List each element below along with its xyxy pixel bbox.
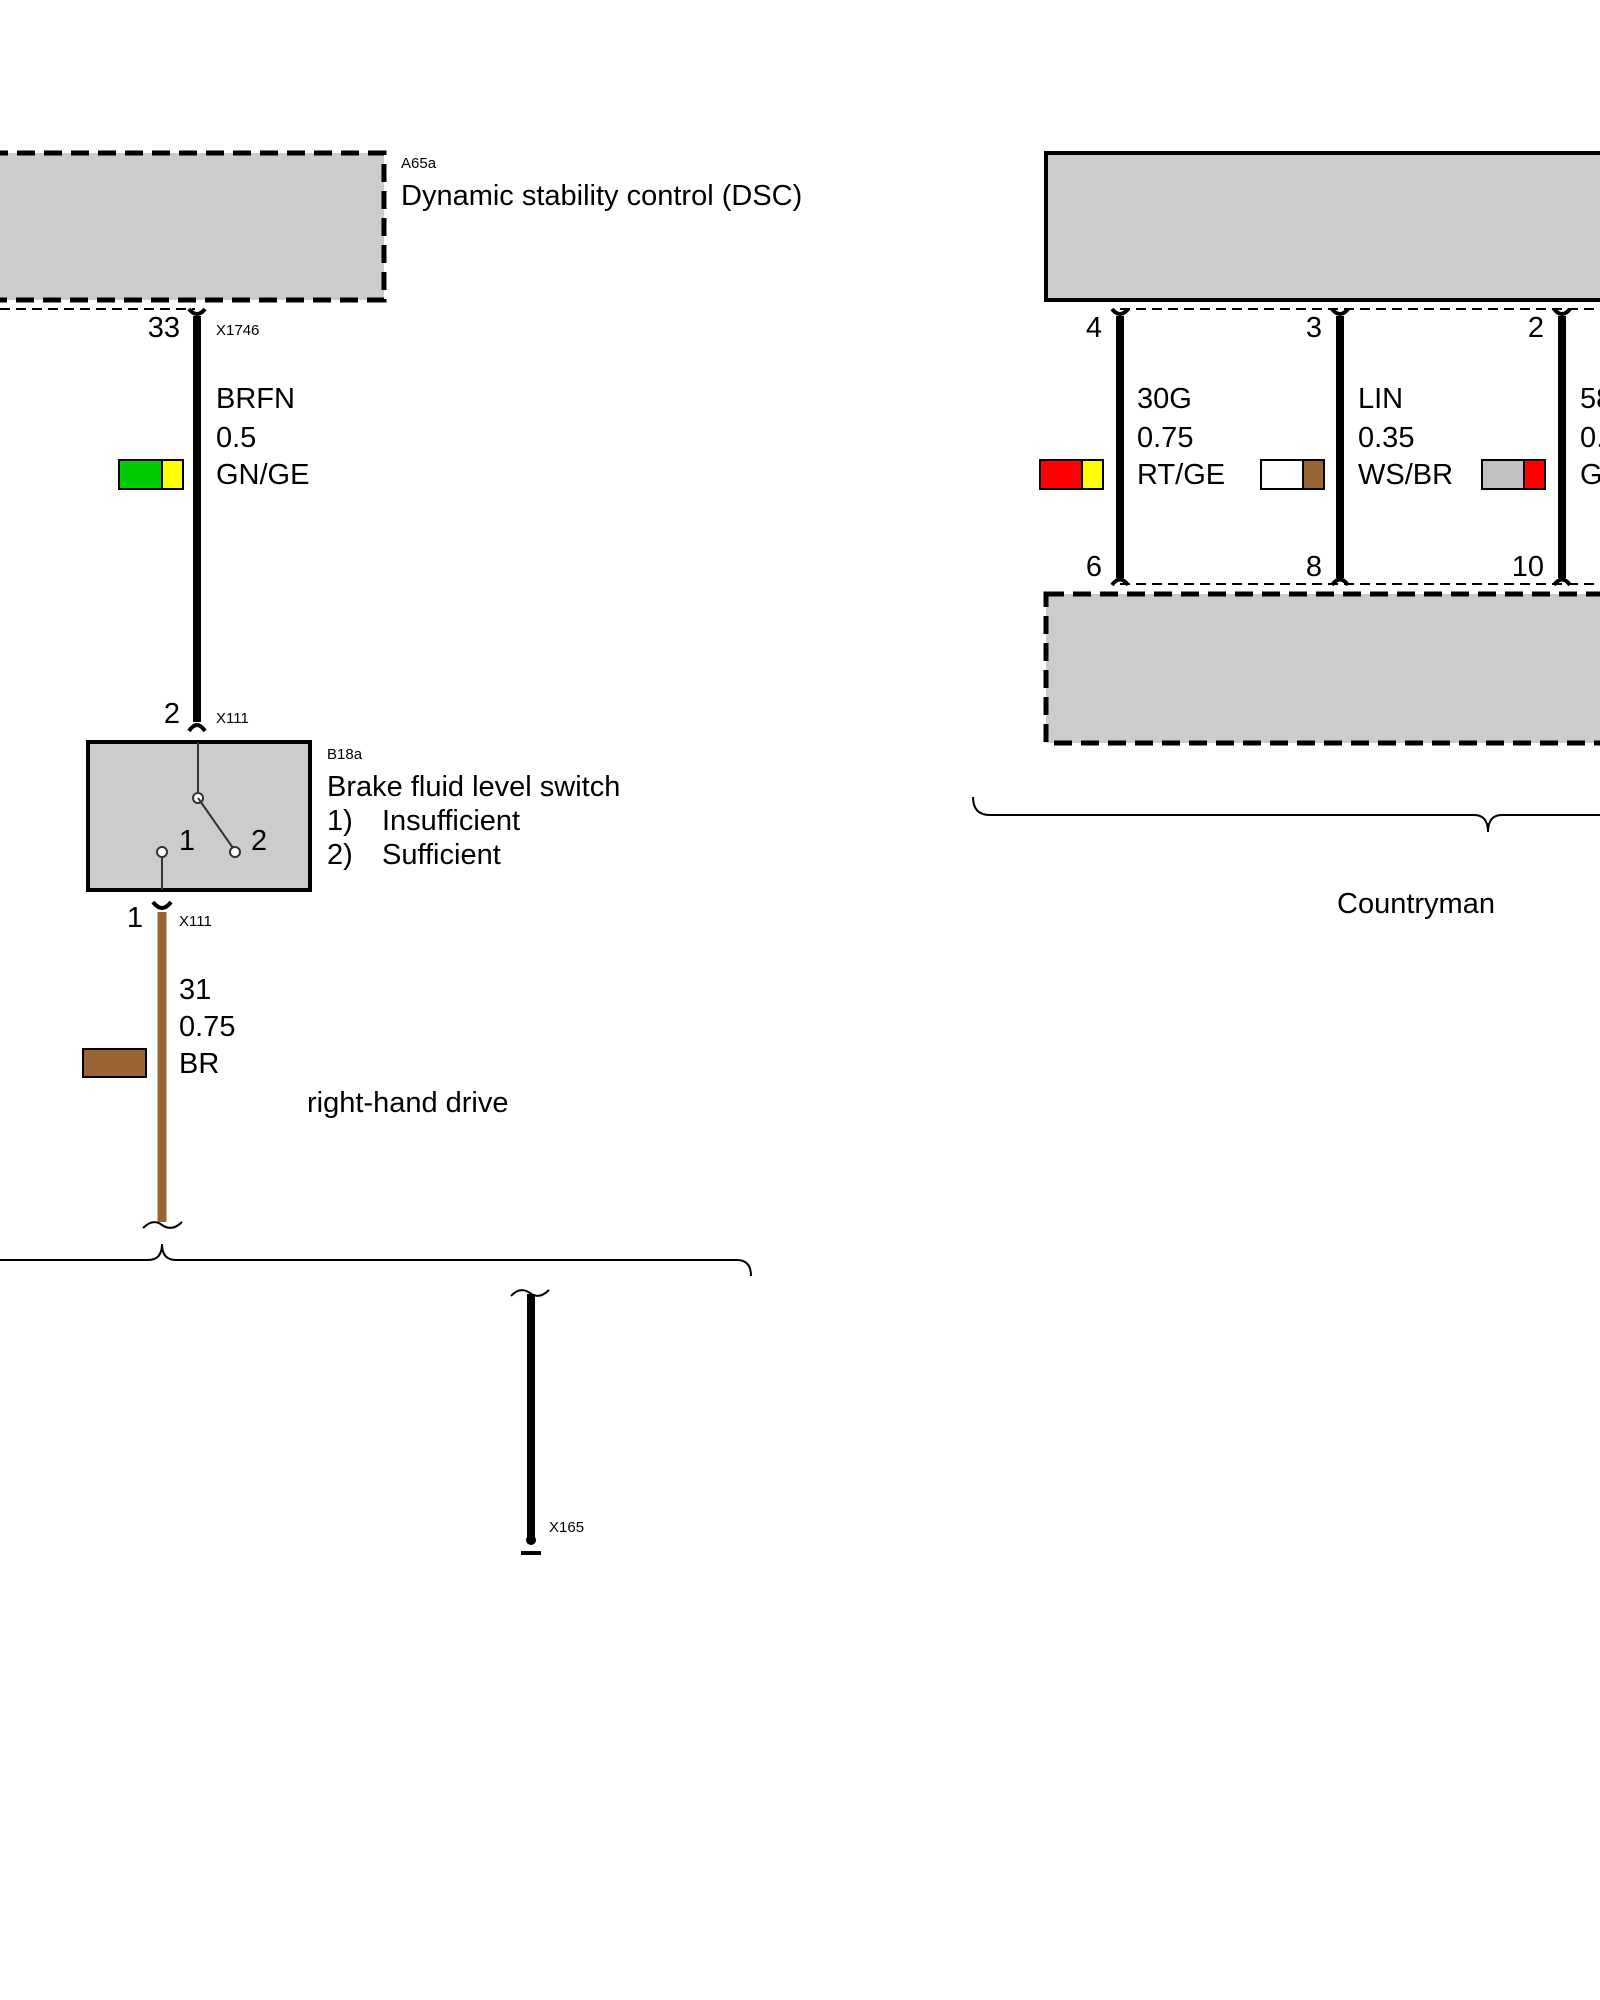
right-wire-2-top-hook — [1330, 307, 1350, 316]
right-wire-3-color-swatch — [1481, 459, 1546, 490]
switch-top-pin-hook — [187, 723, 207, 733]
right-wire-1-top-pin: 4 — [1086, 312, 1102, 344]
dsc-name: Dynamic stability control (DSC) — [401, 180, 802, 212]
right-wire-3-top-pin: 2 — [1528, 312, 1544, 344]
x165-ground-point — [526, 1535, 536, 1545]
right-wire-3-signal: 58 — [1580, 383, 1600, 415]
switch-contact-1-terminal — [156, 846, 168, 858]
brfn-wire-size: 0.5 — [216, 422, 256, 454]
switch-lever — [197, 797, 234, 849]
right-wire-3-swatch-part-1 — [1481, 459, 1525, 490]
right-wire-3-bottom-hook — [1552, 577, 1572, 587]
right-upper-module-box — [1044, 151, 1600, 302]
brake-switch-state-1-num: 1) — [327, 805, 353, 837]
switch-bottom-pin-hook — [151, 900, 173, 910]
right-wire-2-bottom-hook — [1330, 577, 1350, 587]
right-wire-3-color-code: G — [1580, 459, 1600, 491]
right-wire-3-top-hook — [1552, 307, 1572, 316]
right-wire-2-bottom-pin: 8 — [1306, 551, 1322, 583]
brfn-wire-color-swatch — [118, 459, 184, 490]
right-wire-1-top-hook — [1110, 307, 1130, 316]
right-wire-2-top-pin: 3 — [1306, 312, 1322, 344]
brfn-swatch-part-2 — [161, 459, 184, 490]
brake-switch-id: B18a — [327, 746, 363, 763]
right-wire-3-bottom-pin: 10 — [1512, 551, 1544, 583]
right-wire-1-bottom-hook — [1110, 577, 1130, 587]
right-wire-2-color-swatch — [1260, 459, 1325, 490]
brake-switch-state-1-text: Insufficient — [382, 805, 520, 837]
countryman-label: Countryman — [1337, 888, 1495, 920]
rhd-brace — [0, 1243, 752, 1277]
brfn-wire-signal: BRFN — [216, 383, 295, 415]
switch-top-pin-number: 2 — [164, 698, 180, 730]
ground-wire-signal: 31 — [179, 974, 211, 1006]
brfn-swatch-part-1 — [118, 459, 163, 490]
right-wire-3-size: 0. — [1580, 422, 1600, 454]
brake-switch-state-2-num: 2) — [327, 839, 353, 871]
right-wire-1-signal: 30G — [1137, 383, 1192, 415]
ground-wire-break-mark — [142, 1221, 183, 1229]
right-wire-1-color-swatch — [1039, 459, 1104, 490]
right-lower-module-box — [1043, 591, 1600, 746]
ground-wire-size: 0.75 — [179, 1011, 235, 1043]
switch-contact-2-terminal — [229, 846, 241, 858]
right-wire-2-color-code: WS/BR — [1358, 459, 1453, 491]
right-wire-2-signal: LIN — [1358, 383, 1403, 415]
dsc-pin-hook — [187, 307, 207, 316]
x165-wire-break-mark — [510, 1289, 550, 1297]
countryman-brace — [972, 796, 1600, 833]
right-wire-2-swatch-part-2 — [1302, 459, 1325, 490]
brfn-wire-color-code: GN/GE — [216, 459, 309, 491]
switch-contact-symbol — [156, 742, 241, 890]
right-wire-3-swatch-part-2 — [1523, 459, 1546, 490]
ground-wire-color-code: BR — [179, 1048, 219, 1080]
dsc-id: A65a — [401, 155, 437, 172]
rhd-label: right-hand drive — [307, 1087, 509, 1119]
switch-top-connector-label: X111 — [216, 710, 249, 727]
dsc-connector-label: X1746 — [216, 322, 259, 339]
switch-contact-1-label: 1 — [179, 825, 195, 857]
right-wire-1-size: 0.75 — [1137, 422, 1193, 454]
right-wire-2-swatch-part-1 — [1260, 459, 1304, 490]
right-wire-1-color-code: RT/GE — [1137, 459, 1225, 491]
right-wire-1-swatch-part-2 — [1081, 459, 1104, 490]
right-wire-2-size: 0.35 — [1358, 422, 1414, 454]
right-wire-1-swatch-part-1 — [1039, 459, 1083, 490]
ground-wire-color-swatch — [82, 1048, 147, 1078]
right-wire-1-bottom-pin: 6 — [1086, 551, 1102, 583]
dsc-pin-number: 33 — [148, 312, 180, 344]
dsc-module-box — [0, 150, 387, 303]
brake-switch-state-2-text: Sufficient — [382, 839, 501, 871]
brake-switch-name: Brake fluid level switch — [327, 771, 620, 803]
switch-bottom-pin-number: 1 — [127, 902, 143, 934]
switch-bottom-connector-label: X111 — [179, 913, 212, 930]
switch-contact-2-label: 2 — [251, 825, 267, 857]
x165-connector-label: X165 — [549, 1519, 584, 1536]
